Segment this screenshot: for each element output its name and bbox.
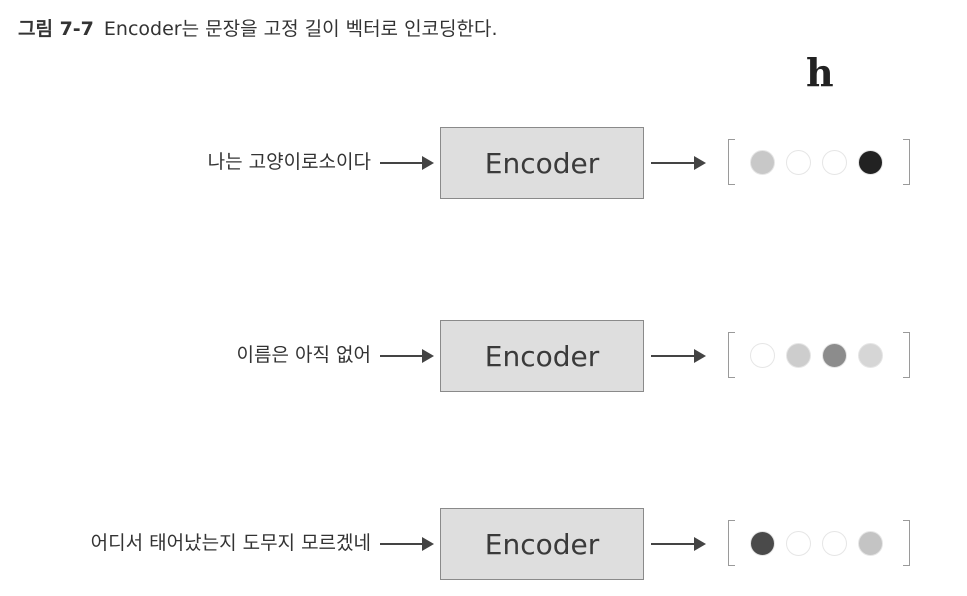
- input-arrow-icon: [380, 156, 434, 170]
- vector-element-dot: [858, 343, 883, 368]
- vector-elements: [750, 343, 883, 368]
- output-arrow-icon: [651, 349, 706, 363]
- vector-element-dot: [858, 531, 883, 556]
- encoder-row-2: 이름은 아직 없어 Encoder: [0, 318, 967, 394]
- input-sentence: 나는 고양이로소이다: [207, 151, 371, 173]
- vector-label-h: h: [806, 50, 834, 95]
- output-arrow-icon: [651, 537, 706, 551]
- input-arrow-icon: [380, 349, 434, 363]
- figure-number: 그림 7-7: [18, 18, 94, 40]
- encoder-box: Encoder: [440, 127, 644, 199]
- encoder-row-3: 어디서 태어났는지 도무지 모르겠네 Encoder: [0, 506, 967, 582]
- encoder-box: Encoder: [440, 320, 644, 392]
- vector-elements: [750, 531, 883, 556]
- input-sentence: 어디서 태어났는지 도무지 모르겠네: [90, 532, 371, 554]
- hidden-vector: [728, 520, 910, 566]
- right-bracket-icon: [903, 332, 910, 378]
- right-bracket-icon: [903, 139, 910, 185]
- vector-element-dot: [750, 343, 775, 368]
- input-arrow-icon: [380, 537, 434, 551]
- left-bracket-icon: [728, 520, 735, 566]
- vector-element-dot: [822, 150, 847, 175]
- output-arrow-icon: [651, 156, 706, 170]
- figure-caption: 그림 7-7 Encoder는 문장을 고정 길이 벡터로 인코딩한다.: [18, 14, 498, 41]
- vector-element-dot: [786, 150, 811, 175]
- hidden-vector: [728, 139, 910, 185]
- encoder-box: Encoder: [440, 508, 644, 580]
- encoder-row-1: 나는 고양이로소이다 Encoder: [0, 125, 967, 201]
- vector-element-dot: [786, 531, 811, 556]
- left-bracket-icon: [728, 332, 735, 378]
- figure-caption-text: Encoder는 문장을 고정 길이 벡터로 인코딩한다.: [103, 18, 498, 40]
- vector-element-dot: [786, 343, 811, 368]
- vector-element-dot: [822, 531, 847, 556]
- left-bracket-icon: [728, 139, 735, 185]
- hidden-vector: [728, 332, 910, 378]
- input-sentence: 이름은 아직 없어: [236, 344, 371, 366]
- vector-element-dot: [822, 343, 847, 368]
- vector-element-dot: [858, 150, 883, 175]
- right-bracket-icon: [903, 520, 910, 566]
- vector-element-dot: [750, 531, 775, 556]
- vector-element-dot: [750, 150, 775, 175]
- vector-elements: [750, 150, 883, 175]
